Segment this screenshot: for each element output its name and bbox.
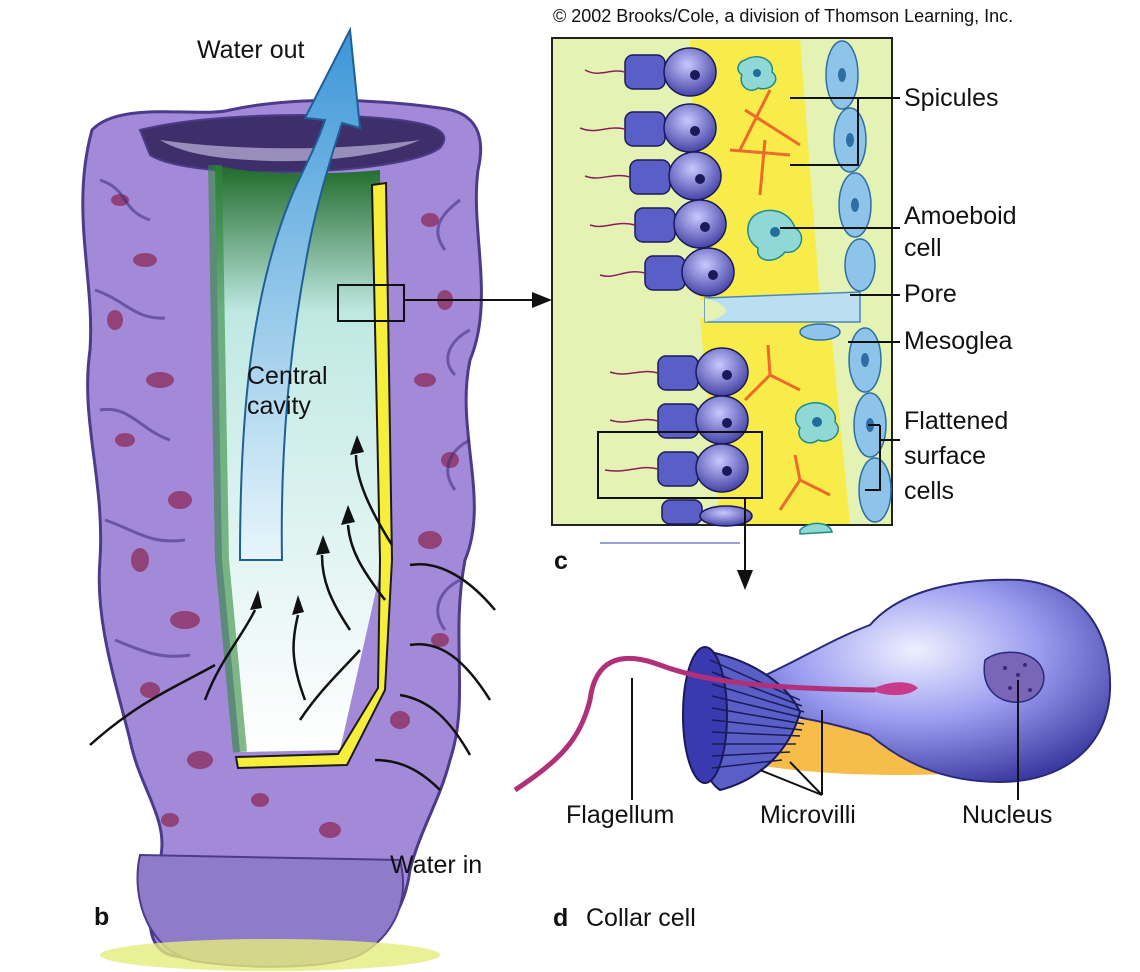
label-water-in: Water in xyxy=(390,852,482,878)
label-pore: Pore xyxy=(904,281,957,307)
label-mesoglea: Mesoglea xyxy=(904,328,1012,354)
panel-letter-d: d xyxy=(553,905,568,931)
label-amoeboid-line2: cell xyxy=(904,235,942,261)
label-flattened-line2: surface xyxy=(904,443,986,469)
label-flattened-line3: cells xyxy=(904,478,954,504)
detail-panel-c xyxy=(552,38,892,534)
zoom-arrowhead-c xyxy=(737,570,753,590)
label-microvilli: Microvilli xyxy=(760,802,856,828)
label-flagellum: Flagellum xyxy=(566,802,674,828)
panel-letter-b: b xyxy=(94,904,109,930)
label-spicules: Spicules xyxy=(904,85,999,111)
label-water-out: Water out xyxy=(197,37,304,63)
copyright-notice: © 2002 Brooks/Cole, a division of Thomso… xyxy=(553,6,1013,27)
label-amoeboid-line1: Amoeboid xyxy=(904,203,1017,229)
label-central-cavity-line2: cavity xyxy=(247,393,311,419)
label-central-cavity-line1: Central xyxy=(247,363,328,389)
zoom-arrowhead-b xyxy=(532,292,552,308)
label-flattened-line1: Flattened xyxy=(904,408,1008,434)
label-collar-cell-title: Collar cell xyxy=(586,905,696,931)
panel-letter-c: c xyxy=(554,548,568,574)
label-nucleus: Nucleus xyxy=(962,802,1052,828)
